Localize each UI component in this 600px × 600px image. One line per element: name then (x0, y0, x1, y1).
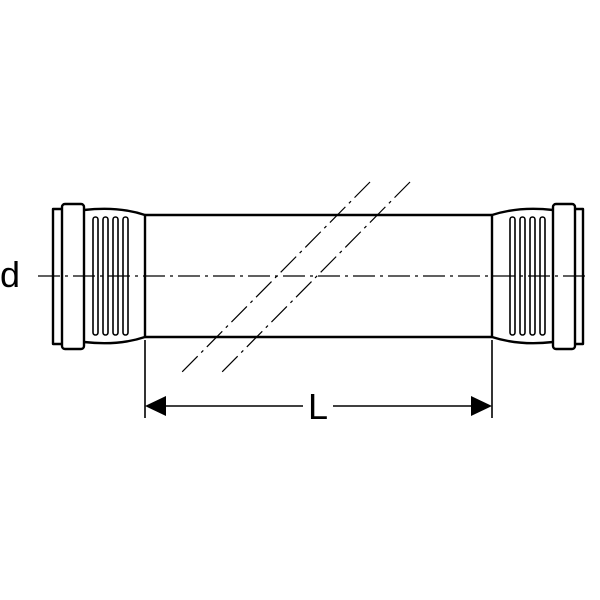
right-socket (490, 202, 585, 351)
pipe-body (145, 213, 492, 339)
break-lines (181, 181, 411, 373)
right-socket-ribs (509, 216, 546, 336)
diameter-label: d (0, 254, 20, 295)
arrowhead-left (145, 396, 166, 416)
length-label: L (308, 386, 328, 427)
left-socket (51, 202, 147, 351)
arrowhead-right (471, 396, 492, 416)
left-socket-ribs (92, 216, 129, 336)
length-dimension (144, 340, 493, 418)
